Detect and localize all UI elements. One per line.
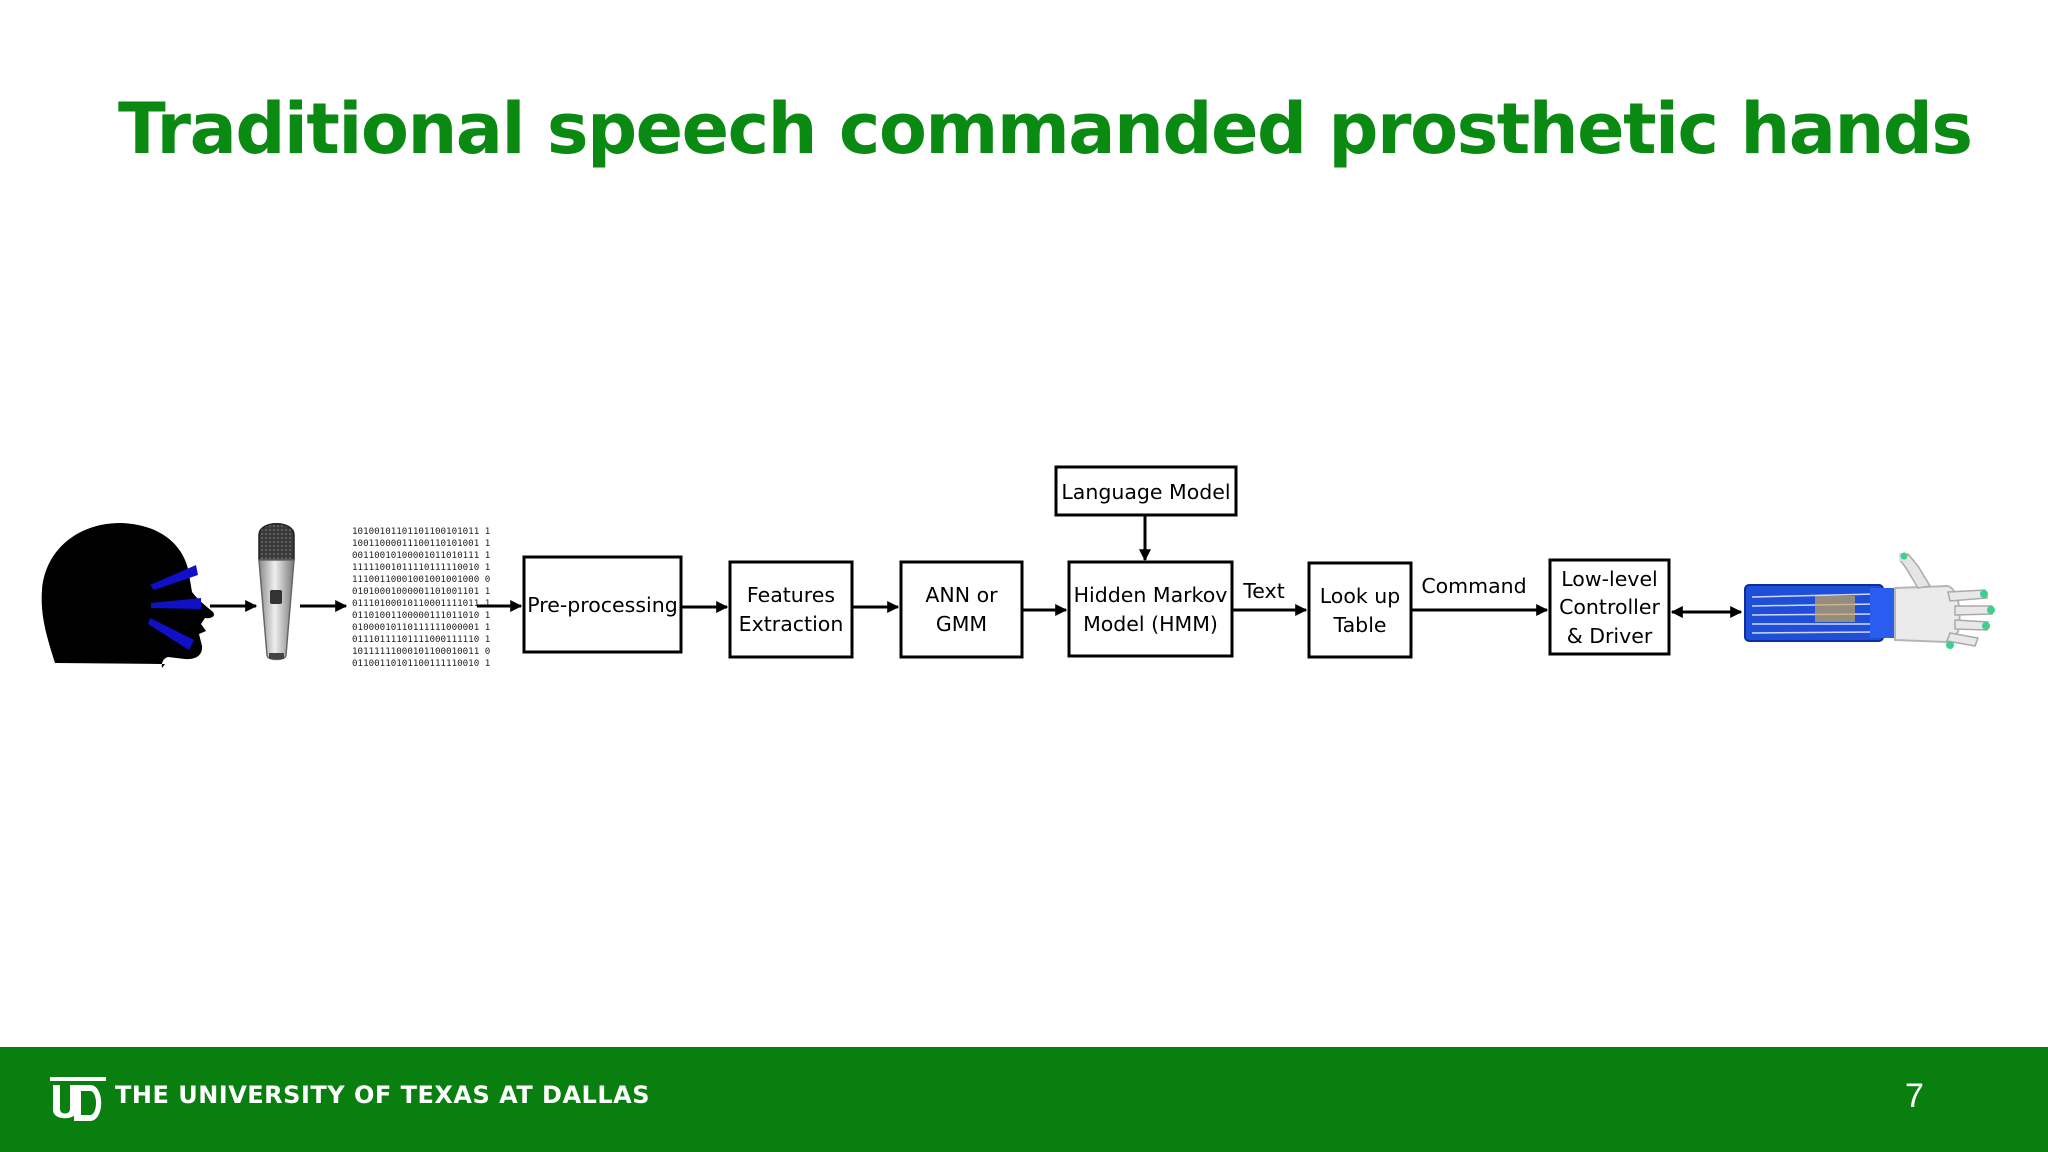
binary-line: 10011000011100110101001 1 (352, 538, 490, 549)
binary-line: 10111111000101100010011 0 (352, 646, 490, 657)
binary-line: 10100101101101100101011 1 (352, 526, 490, 537)
node-label: Features (747, 583, 835, 607)
node-label: Table (1332, 613, 1386, 637)
edge-label-command: Command (1421, 574, 1526, 598)
node-label: Model (HMM) (1083, 612, 1218, 636)
binary-line: 01010001000001101001101 1 (352, 586, 490, 597)
prosthetic-hand-icon (1744, 552, 1995, 649)
footer-bar: THE UNIVERSITY OF TEXAS AT DALLAS 7 (0, 1047, 2048, 1152)
node-label: Pre-processing (527, 593, 677, 617)
node-label: Hidden Markov (1074, 583, 1228, 607)
speaking-head-icon (41, 523, 215, 668)
node-label: & Driver (1567, 624, 1653, 648)
node-label: Look up (1320, 584, 1401, 608)
node-label: ANN or (925, 583, 998, 607)
node-features-extraction: Features Extraction (728, 560, 854, 659)
node-label: GMM (936, 612, 987, 636)
binary-line: 01100110101100111110010 1 (352, 658, 490, 669)
node-label: Low-level (1561, 567, 1658, 591)
slide-title: Traditional speech commanded prosthetic … (118, 88, 1973, 170)
binary-line: 00110010100001011010111 1 (352, 550, 490, 561)
page-number: 7 (1905, 1077, 1924, 1115)
node-language-model: Language Model (1054, 465, 1238, 517)
binary-line: 01101001100000111011010 1 (352, 610, 490, 621)
node-label: Controller (1559, 595, 1660, 619)
utd-logo-icon (50, 1077, 106, 1121)
binary-line: 01000010110111111000001 1 (352, 622, 490, 633)
binary-line: 11111001011110111110010 1 (352, 562, 490, 573)
microphone-icon (258, 523, 295, 661)
node-label: Language Model (1061, 480, 1230, 504)
university-name: THE UNIVERSITY OF TEXAS AT DALLAS (115, 1081, 650, 1109)
node-label: Extraction (739, 612, 844, 636)
node-ann-gmm: ANN or GMM (899, 560, 1024, 659)
node-controller-driver: Low-level Controller & Driver (1548, 558, 1671, 656)
binary-line: 11100110001001001001000 0 (352, 574, 490, 585)
edge-label-text: Text (1242, 579, 1284, 603)
binary-line: 01110111101111000111110 1 (352, 634, 490, 645)
node-preprocessing: Pre-processing (522, 555, 683, 654)
binary-data-block: 10100101101101100101011 1 10011000011100… (352, 526, 490, 669)
node-hidden-markov-model: Hidden Markov Model (HMM) (1067, 560, 1234, 658)
binary-line: 01110100010110001111011 1 (352, 598, 490, 609)
node-lookup-table: Look up Table (1307, 561, 1413, 659)
